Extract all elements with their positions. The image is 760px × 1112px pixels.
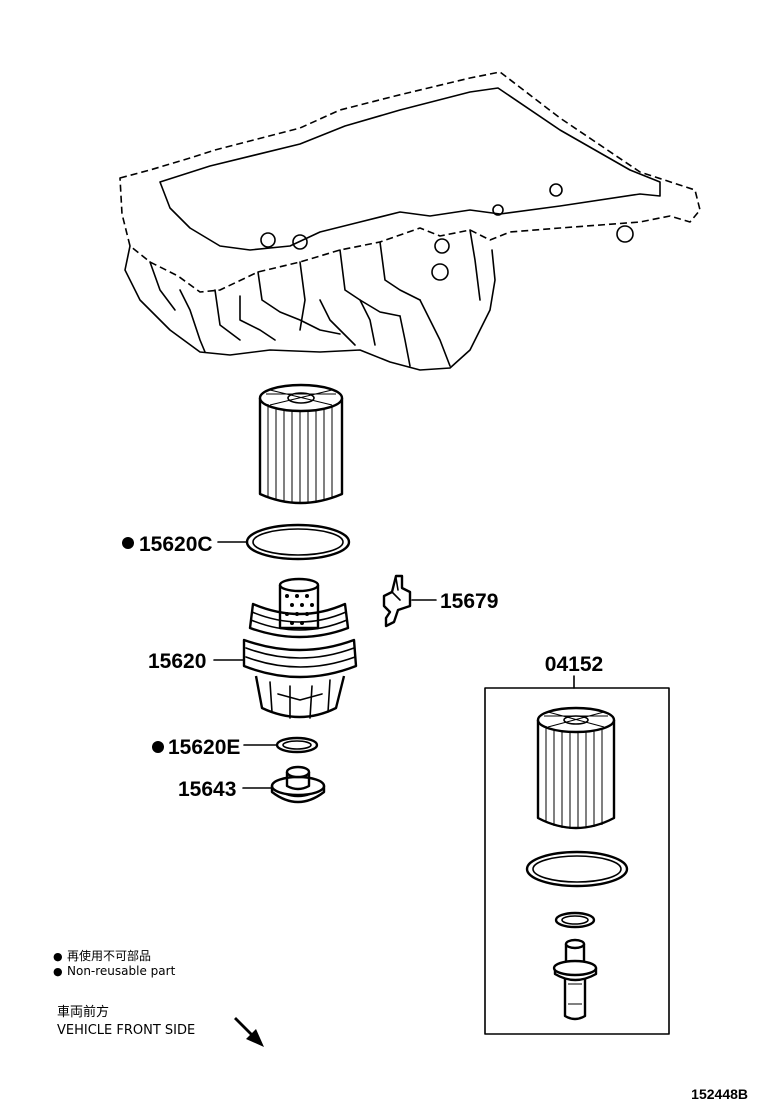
legend-marker-2: ● bbox=[53, 965, 63, 978]
legend-line-jp: 再使用不可部品 bbox=[67, 948, 151, 963]
oil-pan-illustration bbox=[119, 71, 701, 371]
front-direction-arrow-icon bbox=[231, 1017, 264, 1047]
direction-label-en: VEHICLE FRONT SIDE bbox=[57, 1023, 195, 1038]
kit-o-ring-large-illustration bbox=[525, 850, 629, 888]
leader-lines bbox=[213, 541, 437, 789]
label-04152: 04152 bbox=[545, 653, 603, 676]
label-15620: 15620 bbox=[148, 650, 206, 673]
kit-filter-element-illustration bbox=[536, 706, 616, 830]
label-15679: 15679 bbox=[440, 590, 498, 613]
o-ring-15620e-illustration bbox=[275, 736, 319, 754]
o-ring-15620c-illustration bbox=[245, 523, 351, 561]
label-15643: 15643 bbox=[178, 778, 236, 801]
kit-o-ring-small-illustration bbox=[554, 911, 596, 929]
non-reusable-marker-15620c bbox=[122, 537, 134, 549]
direction-indicator: 車両前方 VEHICLE FRONT SIDE bbox=[57, 1004, 264, 1047]
drain-plug-15643-illustration bbox=[270, 765, 326, 804]
oil-filter-cap-illustration bbox=[242, 577, 358, 719]
direction-label-jp: 車両前方 bbox=[57, 1004, 109, 1020]
legend-marker-1: ● bbox=[53, 950, 63, 963]
legend-line-en: Non-reusable part bbox=[67, 964, 176, 978]
drain-clip-15679-illustration bbox=[382, 574, 412, 628]
kit-04152-box bbox=[484, 687, 670, 1035]
legend: ● 再使用不可部品 ● Non-reusable part bbox=[53, 948, 176, 978]
figure-id: 152448B bbox=[691, 1086, 748, 1102]
non-reusable-marker-15620e bbox=[152, 741, 164, 753]
label-15620c: 15620C bbox=[139, 533, 213, 556]
oil-filter-element-illustration bbox=[258, 383, 344, 505]
kit-drain-plug-illustration bbox=[552, 938, 598, 1021]
label-15620e: 15620E bbox=[168, 736, 240, 759]
